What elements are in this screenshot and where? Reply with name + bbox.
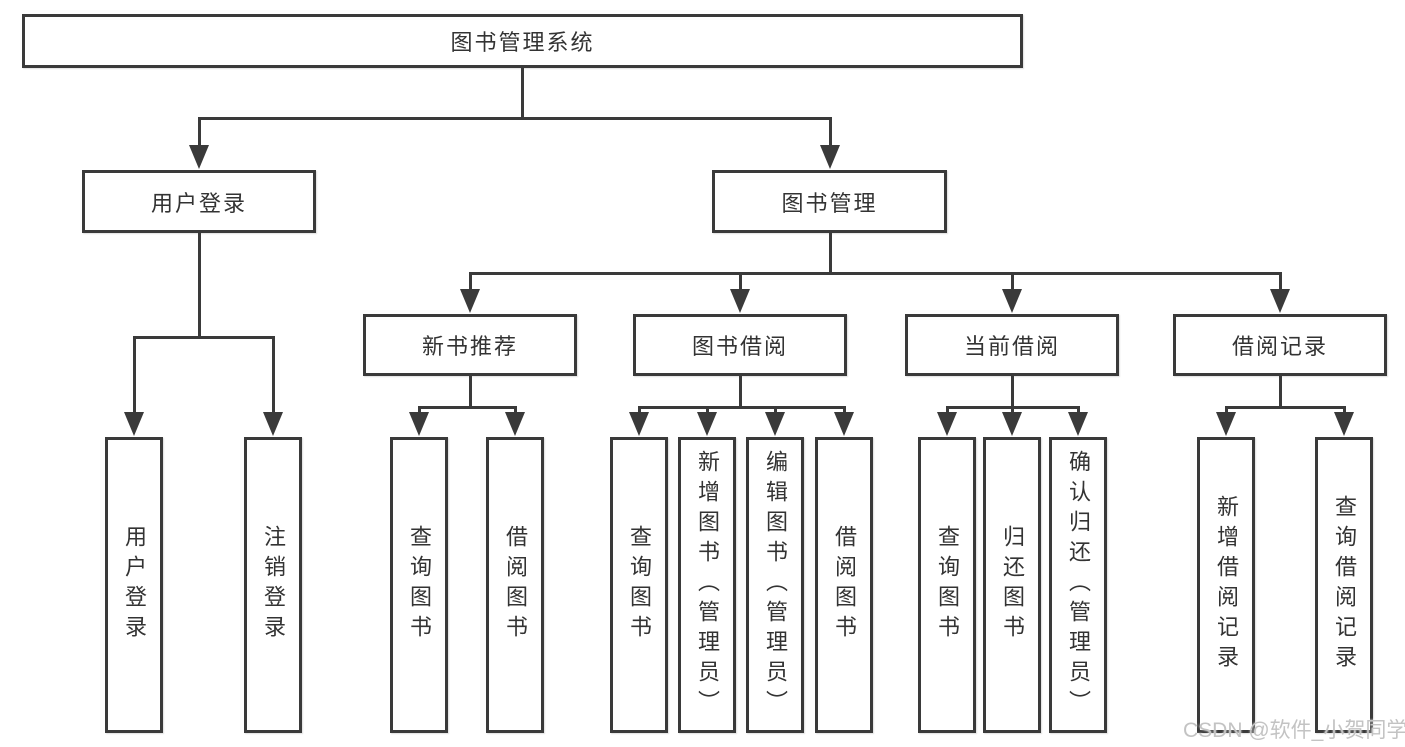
connector-vline — [1010, 376, 1014, 409]
arrowhead-down-icon — [505, 412, 525, 436]
node-user-login: 用户登录 — [82, 170, 316, 233]
leaf-add-borrow-record: 新增借阅记录 — [1197, 437, 1255, 733]
node-book-management: 图书管理 — [712, 170, 947, 233]
connector-vline — [520, 68, 524, 119]
arrowhead-down-icon — [937, 412, 957, 436]
arrowhead-down-icon — [189, 145, 209, 169]
connector-hline — [133, 335, 275, 339]
connector-vline — [197, 233, 201, 339]
node-label: 确认归还（管理员） — [1066, 450, 1091, 720]
node-label: 借阅图书 — [832, 525, 857, 645]
arrowhead-down-icon — [629, 412, 649, 436]
connector-vline — [828, 233, 832, 275]
connector-vline — [828, 117, 832, 150]
leaf-user-login: 用户登录 — [105, 437, 163, 733]
arrowhead-down-icon — [730, 289, 750, 313]
connector-vline — [417, 406, 421, 415]
node-label: 用户登录 — [122, 525, 147, 645]
connector-vline — [1278, 272, 1282, 292]
arrowhead-down-icon — [1270, 289, 1290, 313]
arrowhead-down-icon — [765, 412, 785, 436]
leaf-add-book-admin: 新增图书（管理员） — [678, 437, 736, 733]
connector-vline — [468, 272, 472, 292]
node-library-management-system: 图书管理系统 — [22, 14, 1023, 68]
node-new-book-recommendation: 新书推荐 — [363, 314, 577, 376]
connector-vline — [945, 406, 949, 415]
connector-vline — [1010, 406, 1014, 415]
connector-hline — [418, 405, 517, 409]
connector-vline — [468, 376, 472, 409]
connector-vline — [637, 406, 641, 415]
node-label: 图书管理系统 — [450, 30, 595, 55]
connector-hline — [638, 405, 846, 409]
arrowhead-down-icon — [263, 412, 283, 436]
arrowhead-down-icon — [460, 289, 480, 313]
connector-vline — [842, 406, 846, 415]
connector-vline — [271, 336, 275, 416]
node-label: 新增图书（管理员） — [695, 450, 720, 720]
arrowhead-down-icon — [409, 412, 429, 436]
watermark-text: CSDN @软件_小贺同学 — [1183, 719, 1405, 742]
node-label: 查询图书 — [935, 525, 960, 645]
leaf-borrow-books-recommend: 借阅图书 — [486, 437, 544, 733]
node-label: 新增借阅记录 — [1214, 495, 1239, 675]
connector-hline — [1225, 405, 1346, 409]
connector-vline — [705, 406, 709, 415]
leaf-logout: 注销登录 — [244, 437, 302, 733]
connector-hline — [198, 116, 832, 120]
node-label: 新书推荐 — [421, 334, 518, 359]
node-label: 图书借阅 — [691, 334, 788, 359]
arrowhead-down-icon — [1002, 289, 1022, 313]
connector-hline — [469, 271, 1282, 275]
node-borrowing-records: 借阅记录 — [1173, 314, 1387, 376]
arrowhead-down-icon — [1216, 412, 1236, 436]
node-label: 查询图书 — [407, 525, 432, 645]
node-label: 查询借阅记录 — [1332, 495, 1357, 675]
connector-vline — [1342, 406, 1346, 415]
connector-vline — [738, 272, 742, 292]
connector-vline — [1278, 376, 1282, 409]
arrowhead-down-icon — [1068, 412, 1088, 436]
arrowhead-down-icon — [697, 412, 717, 436]
connector-vline — [1224, 406, 1228, 415]
arrowhead-down-icon — [820, 145, 840, 169]
arrowhead-down-icon — [1334, 412, 1354, 436]
connector-vline — [132, 336, 136, 416]
node-label: 借阅图书 — [503, 525, 528, 645]
connector-vline — [773, 406, 777, 415]
node-label: 当前借阅 — [963, 334, 1060, 359]
leaf-return-book: 归还图书 — [983, 437, 1041, 733]
node-book-borrowing: 图书借阅 — [633, 314, 847, 376]
connector-hline — [946, 405, 1080, 409]
arrowhead-down-icon — [1002, 412, 1022, 436]
connector-vline — [738, 376, 742, 409]
leaf-query-books-recommend: 查询图书 — [390, 437, 448, 733]
node-label: 借阅记录 — [1231, 334, 1328, 359]
node-label: 用户登录 — [150, 190, 247, 216]
leaf-confirm-return-admin: 确认归还（管理员） — [1049, 437, 1107, 733]
arrowhead-down-icon — [124, 412, 144, 436]
node-label: 编辑图书（管理员） — [763, 450, 788, 720]
node-label: 图书管理 — [781, 190, 878, 216]
connector-vline — [513, 406, 517, 415]
connector-vline — [1010, 272, 1014, 292]
leaf-query-borrow-record: 查询借阅记录 — [1315, 437, 1373, 733]
arrowhead-down-icon — [834, 412, 854, 436]
node-label: 注销登录 — [261, 525, 286, 645]
node-label: 归还图书 — [1000, 525, 1025, 645]
connector-vline — [1076, 406, 1080, 415]
leaf-query-books-current: 查询图书 — [918, 437, 976, 733]
connector-vline — [197, 117, 201, 150]
leaf-edit-book-admin: 编辑图书（管理员） — [746, 437, 804, 733]
node-current-borrowing: 当前借阅 — [905, 314, 1119, 376]
node-label: 查询图书 — [627, 525, 652, 645]
leaf-query-books-borrow: 查询图书 — [610, 437, 668, 733]
leaf-borrow-books-borrow: 借阅图书 — [815, 437, 873, 733]
